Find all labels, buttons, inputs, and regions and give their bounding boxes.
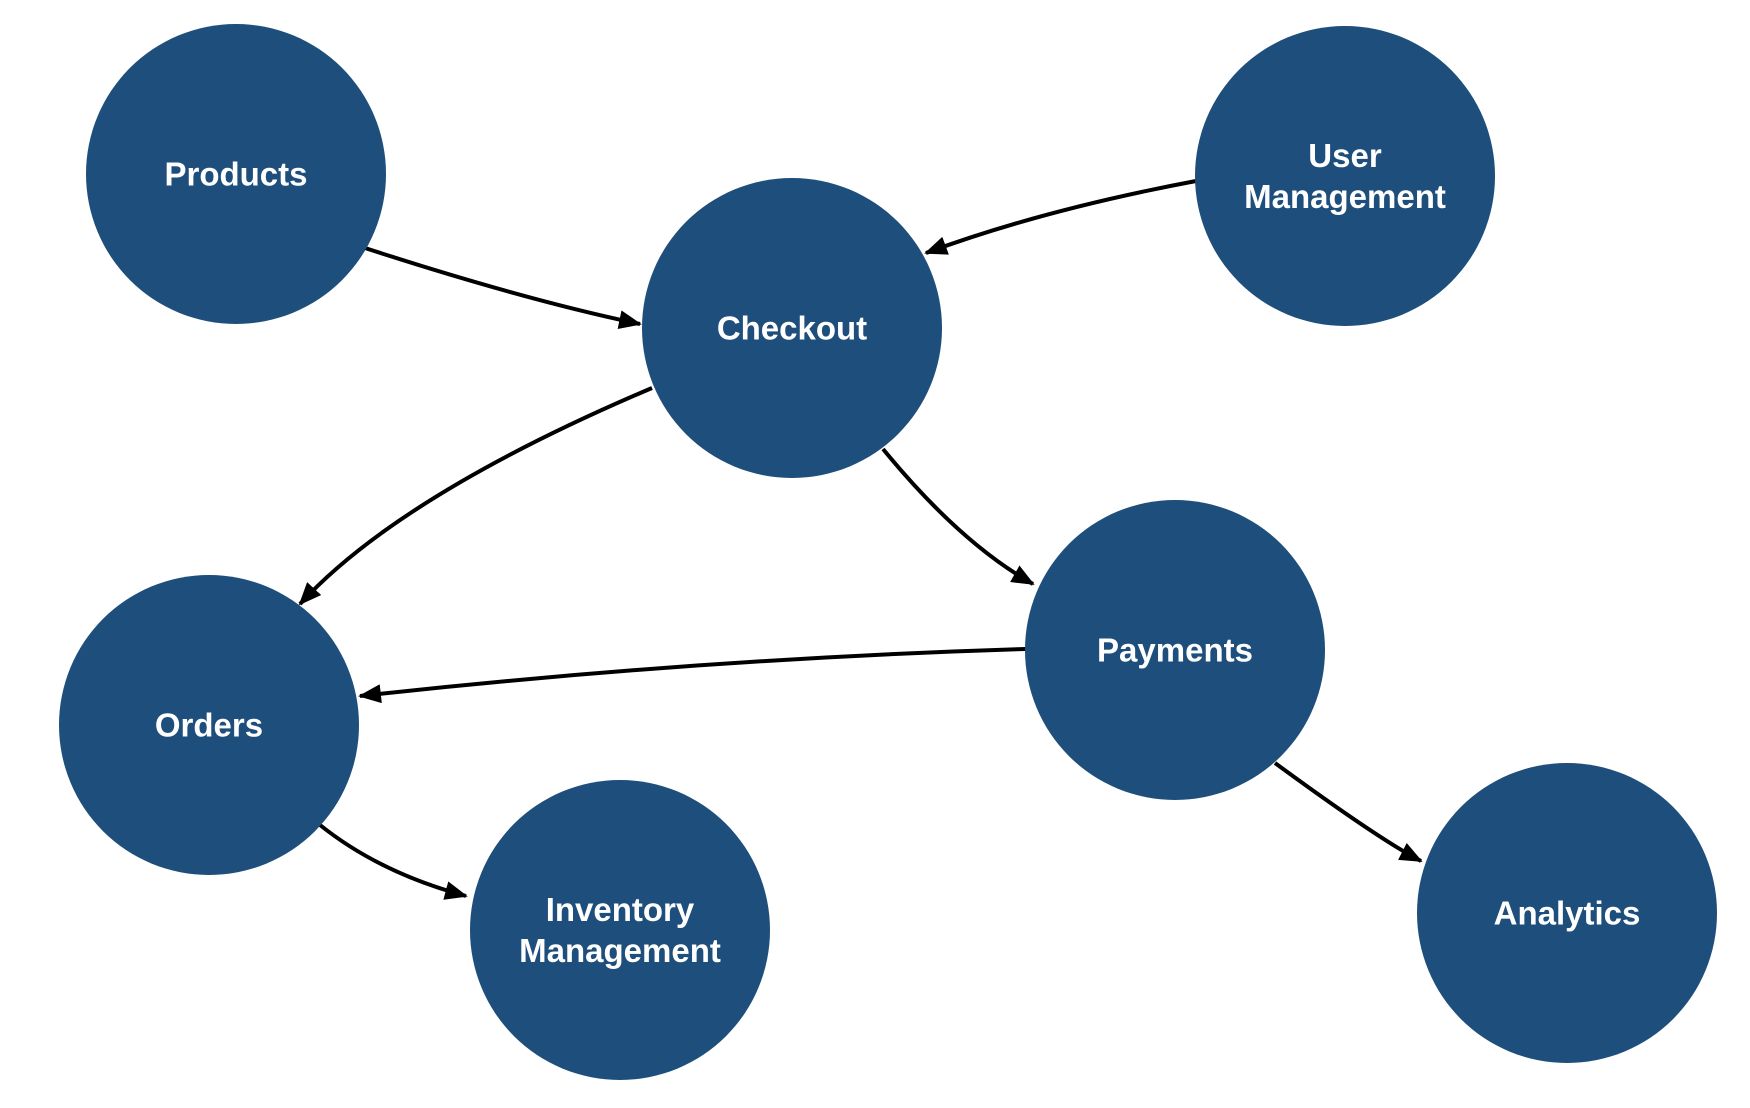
edge-user-management-to-checkout — [924, 179, 1197, 255]
node-payments[interactable]: Payments — [1025, 500, 1325, 800]
analytics-label: Analytics — [1494, 895, 1641, 932]
edge-payments-to-orders — [358, 647, 1027, 704]
orders-label: Orders — [155, 707, 263, 744]
checkout-label: Checkout — [717, 310, 867, 347]
edge-products-to-checkout — [364, 246, 642, 330]
inventory-management-circle — [470, 780, 770, 1080]
edge-payments-to-analytics — [1273, 761, 1423, 863]
payments-label: Payments — [1097, 632, 1253, 669]
edge-checkout-to-orders — [298, 386, 653, 606]
checkout-circle — [642, 178, 942, 478]
payments-circle — [1025, 500, 1325, 800]
user-management-circle — [1195, 26, 1495, 326]
node-analytics[interactable]: Analytics — [1417, 763, 1717, 1063]
node-orders[interactable]: Orders — [59, 575, 359, 875]
node-checkout[interactable]: Checkout — [642, 178, 942, 478]
node-products[interactable]: Products — [86, 24, 386, 324]
products-circle — [86, 24, 386, 324]
analytics-circle — [1417, 763, 1717, 1063]
edge-checkout-to-payments — [881, 447, 1035, 586]
products-label: Products — [164, 156, 307, 193]
orders-circle — [59, 575, 359, 875]
edge-orders-to-inventory-management — [318, 823, 468, 900]
